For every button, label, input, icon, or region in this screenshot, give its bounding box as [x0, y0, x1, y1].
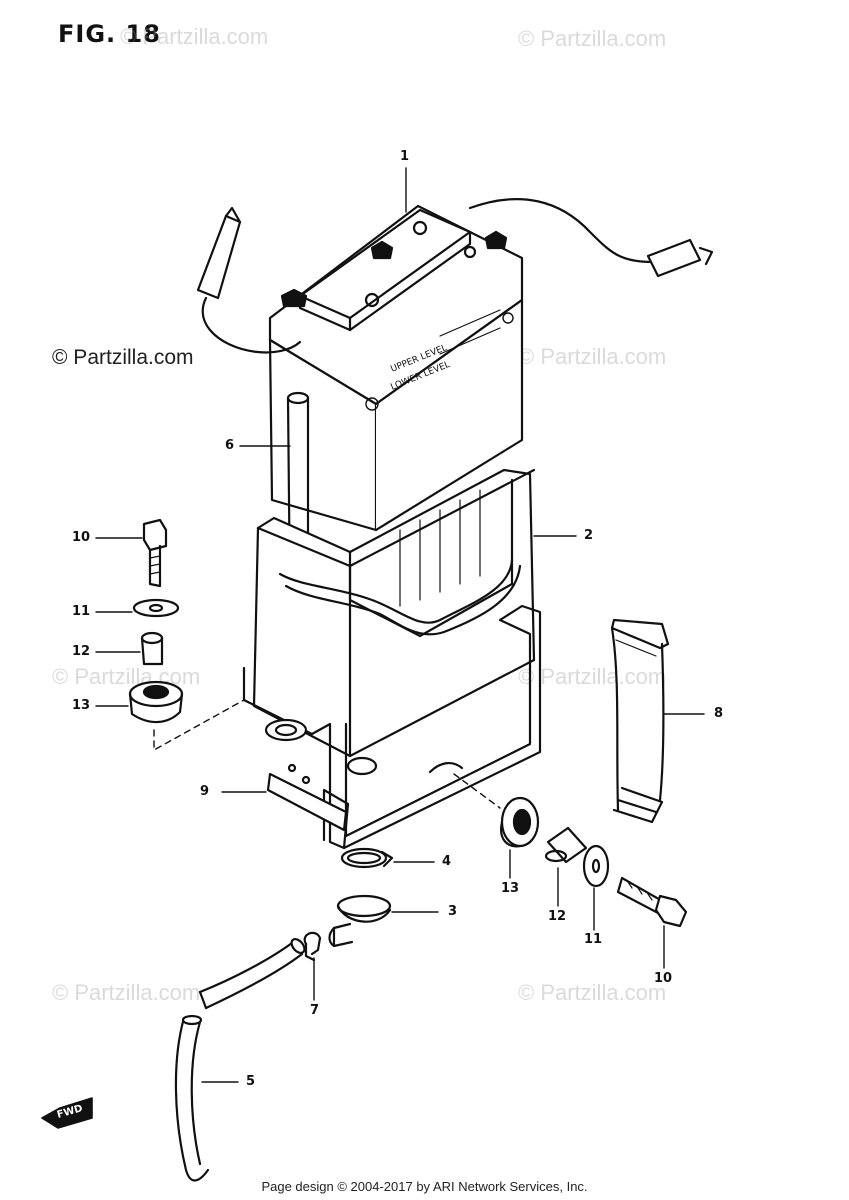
hose-clip	[303, 931, 322, 962]
leader-lines	[95, 167, 705, 1083]
right-collar	[544, 826, 588, 864]
watermark: © Partzilla.com	[52, 664, 201, 689]
callout-11-left: 11	[72, 604, 91, 619]
callout-8: 8	[714, 706, 724, 721]
left-washer	[132, 598, 180, 618]
watermark: © Partzilla.com	[120, 24, 269, 49]
forward-arrow: FWD	[41, 1097, 93, 1129]
right-cushion	[500, 796, 540, 848]
left-lead-wire	[196, 206, 302, 354]
callout-9: 9	[200, 784, 210, 799]
page-footer: Page design © 2004-2017 by ARI Network S…	[261, 1179, 588, 1194]
breather-hose	[174, 937, 306, 1182]
watermark: © Partzilla.com	[518, 344, 667, 369]
callout-1: 1	[400, 149, 410, 164]
watermark: © Partzilla.com	[52, 346, 194, 369]
watermark: © Partzilla.com	[518, 26, 667, 51]
callout-2: 2	[584, 528, 594, 543]
right-washer	[582, 844, 610, 888]
left-collar	[140, 631, 164, 666]
left-cushion	[128, 680, 184, 724]
figure-title: FIG. 18	[58, 20, 161, 48]
drain-fitting	[328, 894, 392, 948]
left-bolt	[142, 518, 168, 588]
callout-6: 6	[225, 438, 235, 453]
callout-13-right: 13	[501, 881, 520, 896]
callout-10-right: 10	[654, 971, 673, 986]
callout-11-right: 11	[584, 932, 603, 947]
clamp-ring	[340, 847, 394, 869]
battery: UPPER LEVEL LOWER LEVEL	[268, 204, 524, 532]
battery-case	[252, 468, 536, 758]
callout-5: 5	[246, 1074, 256, 1089]
callout-12-left: 12	[72, 644, 91, 659]
mounting-bracket	[242, 604, 542, 850]
watermark: © Partzilla.com	[52, 980, 201, 1005]
callout-3: 3	[448, 904, 458, 919]
right-lead-wire	[468, 198, 714, 278]
callout-4: 4	[442, 854, 452, 869]
callout-10-left: 10	[72, 530, 91, 545]
battery-strap	[610, 618, 670, 824]
watermark: © Partzilla.com	[518, 664, 667, 689]
watermark: © Partzilla.com	[518, 980, 667, 1005]
callout-13-left: 13	[72, 698, 91, 713]
callout-12-right: 12	[548, 909, 567, 924]
callout-7: 7	[310, 1003, 320, 1018]
right-bolt	[616, 876, 688, 928]
